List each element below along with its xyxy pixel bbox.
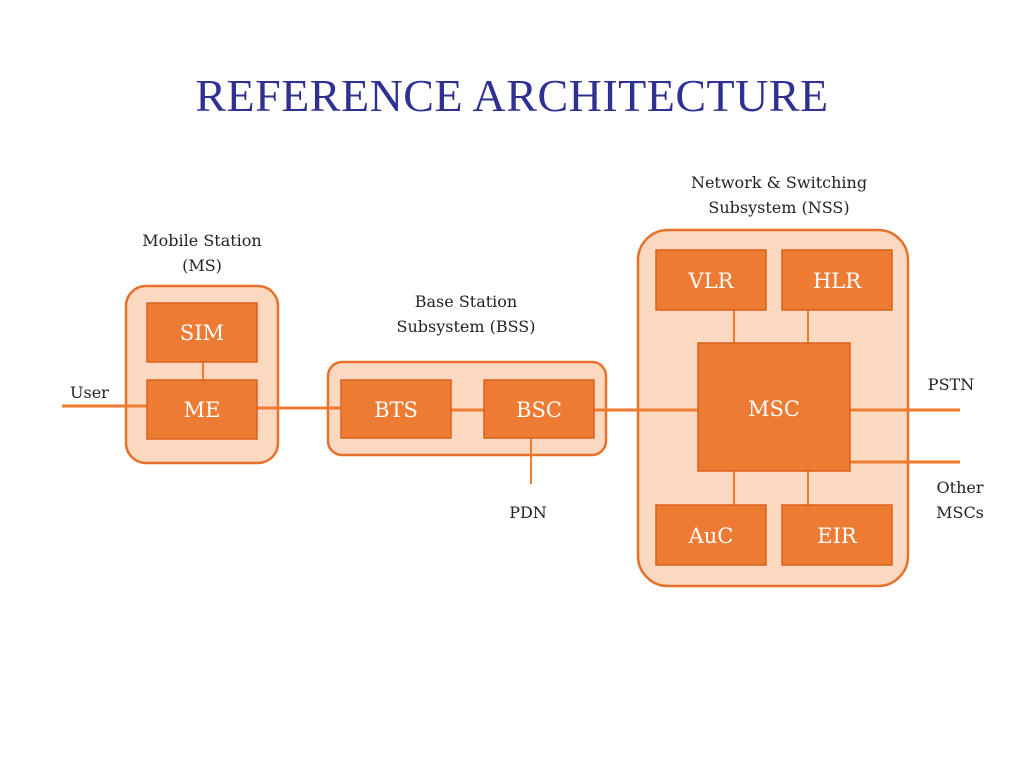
slide-title: REFERENCE ARCHITECTURE xyxy=(195,70,829,121)
hlr-node-label: HLR xyxy=(813,269,862,293)
nss-caption-line1: Network & Switching xyxy=(691,173,867,192)
bss-caption-line1: Base Station xyxy=(415,292,517,311)
ms-caption-line2: (MS) xyxy=(182,256,222,275)
bts-node-label: BTS xyxy=(374,398,418,422)
vlr-node-label: VLR xyxy=(688,269,735,293)
eir-node-label: EIR xyxy=(817,524,858,548)
ms-caption-line1: Mobile Station xyxy=(142,231,261,250)
auc-node xyxy=(655,504,767,566)
nss-caption-line2: Subsystem (NSS) xyxy=(708,198,849,217)
sim-node xyxy=(146,302,258,363)
other-mscs-label-line2: MSCs xyxy=(936,503,984,522)
other-mscs-label-line1: Other xyxy=(937,478,984,497)
me-node-label: ME xyxy=(184,398,221,422)
bsc-node xyxy=(483,379,595,439)
me-node xyxy=(146,379,258,440)
bts-node xyxy=(340,379,452,439)
bss-caption-line2: Subsystem (BSS) xyxy=(396,317,535,336)
user-label: User xyxy=(70,383,109,402)
auc-node-label: AuC xyxy=(688,524,734,548)
sim-node-label: SIM xyxy=(180,321,224,345)
vlr-node xyxy=(655,249,767,311)
msc-node-label: MSC xyxy=(748,397,800,421)
msc-node xyxy=(697,342,851,472)
pstn-label: PSTN xyxy=(928,375,974,394)
pdn-label: PDN xyxy=(509,503,547,522)
bsc-node-label: BSC xyxy=(516,398,562,422)
hlr-node xyxy=(781,249,893,311)
eir-node xyxy=(781,504,893,566)
